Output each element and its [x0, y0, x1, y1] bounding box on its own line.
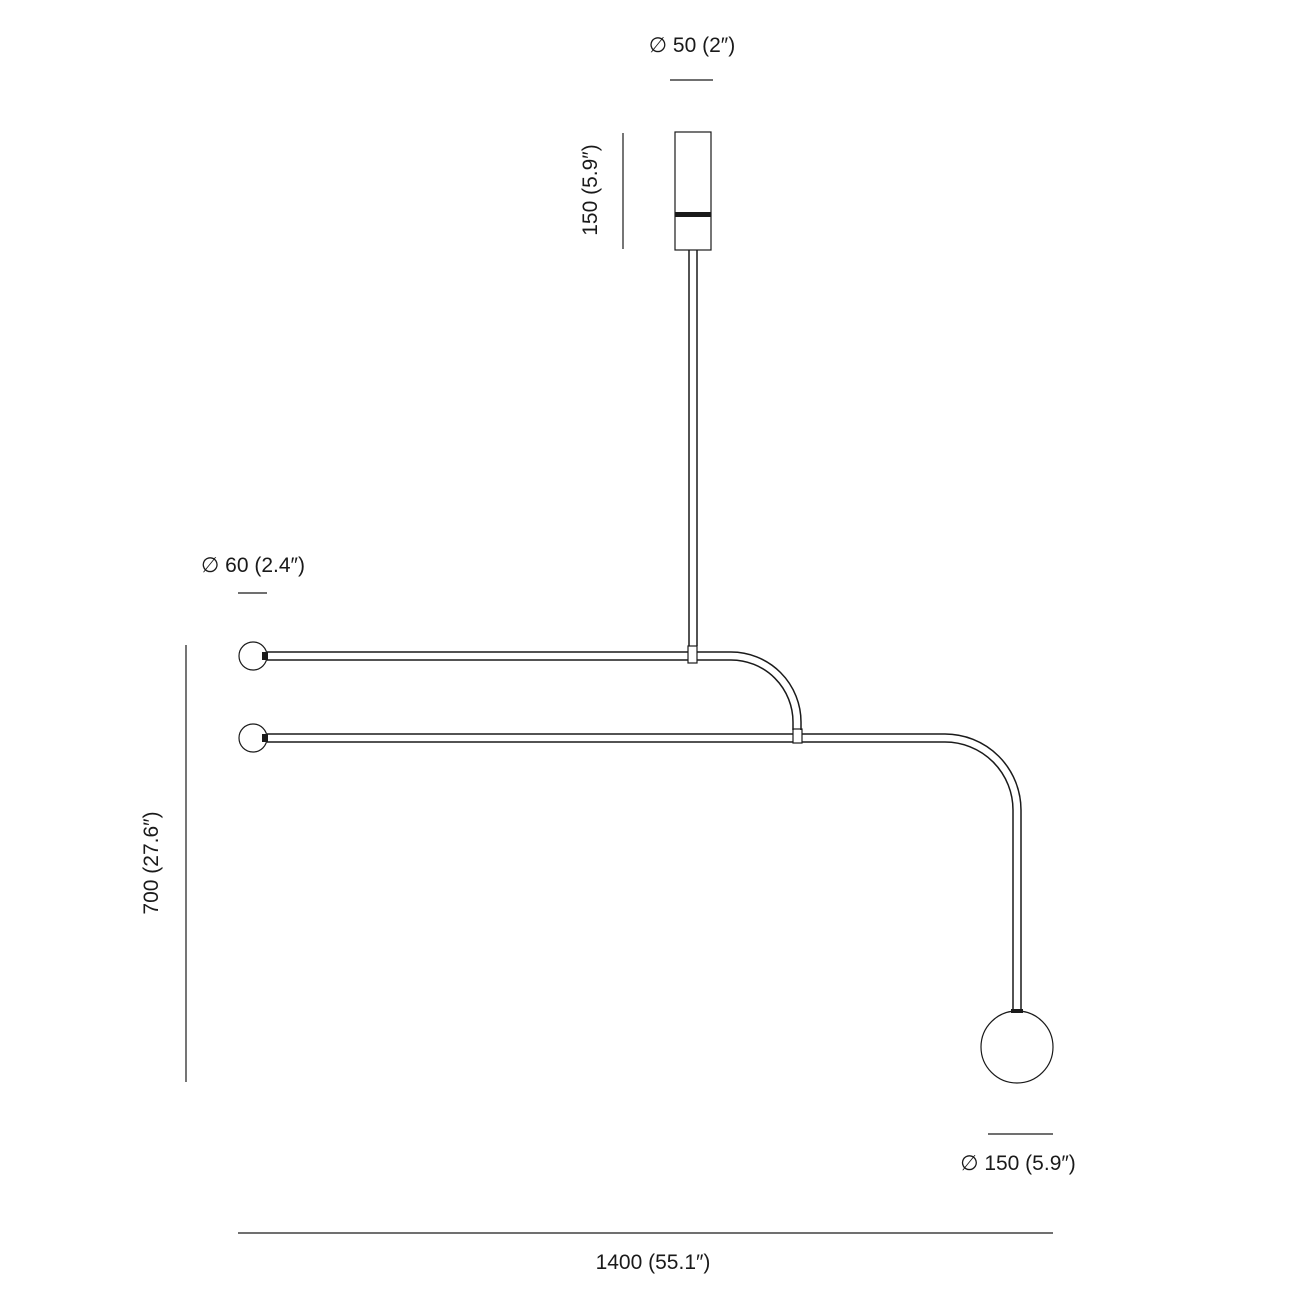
total-height-label: 700 (27.6″): [140, 811, 163, 914]
small-globe-diameter-label: ∅ 60 (2.4″): [201, 554, 305, 577]
canopy-height-label: 150 (5.9″): [579, 144, 602, 236]
canopy: [674, 131, 712, 251]
large-globe-diameter-label: ∅ 150 (5.9″): [960, 1152, 1076, 1175]
suspension-rod: [688, 250, 698, 646]
upper-arm: [238, 641, 802, 730]
large-globe: [980, 1010, 1054, 1084]
canopy-diameter-label: ∅ 50 (2″): [649, 34, 735, 57]
lower-arm: [238, 723, 1054, 1084]
total-width-label: 1400 (55.1″): [596, 1251, 711, 1274]
